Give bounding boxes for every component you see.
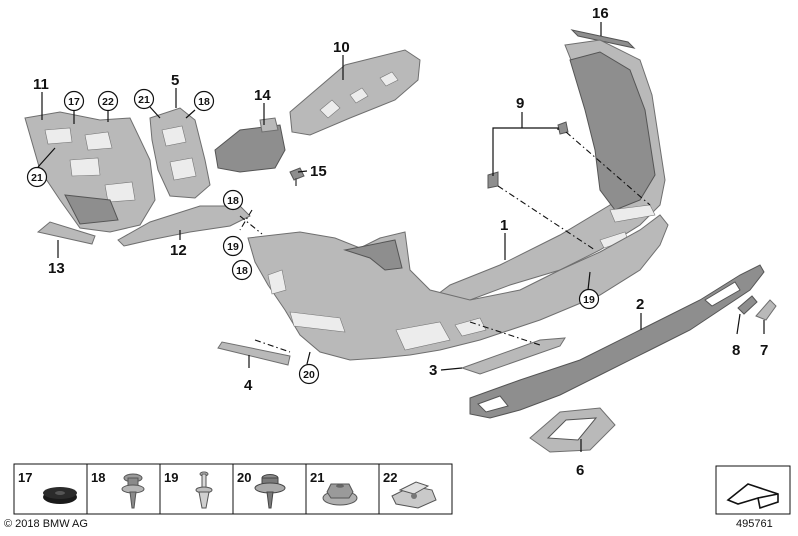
hex-nut-icon	[322, 483, 358, 506]
foam-pad-icon	[43, 487, 77, 504]
part-4-reflector	[217, 341, 291, 366]
expanding-rivet-icon	[195, 471, 213, 509]
callout-19-right: 19	[578, 288, 600, 310]
label-8: 8	[732, 342, 740, 359]
copyright-text: © 2018 BMW AG	[4, 518, 88, 530]
part-8-bracket	[737, 295, 758, 315]
svg-text:21: 21	[31, 172, 43, 184]
label-6: 6	[576, 462, 584, 479]
label-14: 14	[254, 87, 271, 104]
label-7: 7	[760, 342, 768, 359]
svg-text:20: 20	[303, 369, 315, 381]
svg-text:18: 18	[236, 265, 248, 277]
part-labels: 16 10 5 14 11 9 15 1 12 13 2 8 7 3 4 6	[33, 5, 768, 479]
collar-screw-icon	[254, 474, 286, 509]
label-15: 15	[310, 163, 327, 180]
part-12-lower-bracket	[117, 205, 251, 247]
clip-nut-icon	[391, 481, 437, 509]
part-1-bumper-panel	[429, 39, 666, 311]
svg-text:19: 19	[583, 294, 595, 306]
callout-20: 20	[298, 363, 320, 385]
callout-22: 22	[97, 90, 119, 112]
callout-21-top: 21	[133, 88, 155, 110]
label-3: 3	[429, 362, 437, 379]
orientation-symbol	[715, 465, 791, 515]
part-3-reflector	[460, 337, 566, 375]
svg-text:18: 18	[198, 96, 210, 108]
callout-18-top: 18	[193, 90, 215, 112]
callouts: 17 22 21 18 21 18 19 18	[26, 88, 600, 385]
label-12: 12	[170, 242, 187, 259]
screw-icon	[121, 473, 145, 509]
document-number: 495761	[736, 518, 773, 530]
part-13-reflector	[36, 221, 96, 245]
label-10: 10	[333, 39, 350, 56]
part-9-brackets	[487, 121, 569, 189]
part-6-exhaust-tip	[529, 407, 616, 453]
label-13: 13	[48, 260, 65, 277]
svg-text:21: 21	[138, 94, 150, 106]
legend-label-20: 20	[237, 470, 251, 485]
part-2-diffuser	[469, 264, 765, 419]
label-1: 1	[500, 217, 508, 234]
part-5-bracket	[149, 107, 211, 199]
svg-text:17: 17	[68, 96, 80, 108]
part-14-shield	[214, 117, 286, 173]
label-2: 2	[636, 296, 644, 313]
label-16: 16	[592, 5, 609, 22]
part-10-carrier	[289, 49, 421, 136]
label-11: 11	[33, 76, 49, 93]
callout-19-mid: 19	[222, 235, 244, 257]
legend-label-22: 22	[383, 470, 397, 485]
legend-label-21: 21	[310, 470, 324, 485]
fastener-legend: 17 18 19 20 21 22	[13, 463, 453, 515]
label-5: 5	[171, 72, 179, 89]
part-16-trim-strip	[570, 29, 636, 49]
legend-label-17: 17	[18, 470, 32, 485]
legend-label-19: 19	[164, 470, 178, 485]
alignment-lines	[239, 131, 651, 353]
callout-18-low: 18	[231, 259, 253, 281]
callout-18-mid: 18	[222, 189, 244, 211]
svg-text:22: 22	[102, 96, 114, 108]
part-11-side-bracket	[24, 111, 156, 233]
bumper-cover	[247, 214, 669, 361]
leader-lines	[37, 22, 765, 452]
part-15-clip	[289, 167, 305, 186]
part-7-cover	[755, 299, 777, 321]
svg-text:18: 18	[227, 195, 239, 207]
callout-17: 17	[63, 90, 85, 112]
label-9: 9	[516, 95, 524, 112]
svg-text:19: 19	[227, 241, 239, 253]
label-4: 4	[244, 377, 253, 394]
callout-21-left: 21	[26, 166, 48, 188]
legend-label-18: 18	[91, 470, 105, 485]
